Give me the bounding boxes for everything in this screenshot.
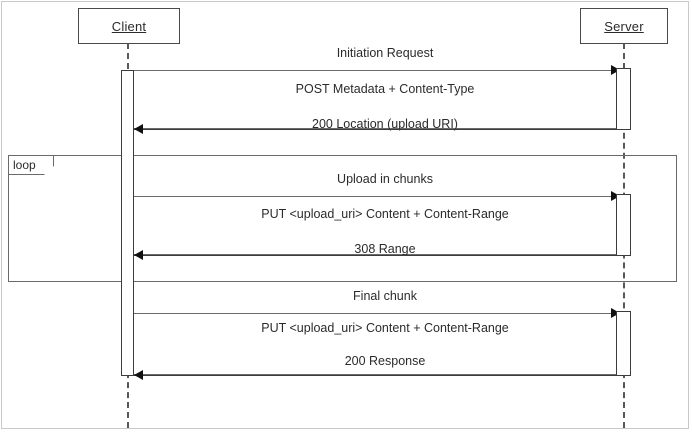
- section-header-final-chunk: Final chunk: [353, 289, 417, 303]
- activation-bar-server-initiation: [616, 68, 631, 130]
- combined-fragment-loop: [8, 155, 677, 282]
- section-header-upload-in-chunks: Upload in chunks: [337, 172, 433, 186]
- message-label-200-location: 200 Location (upload URI): [312, 117, 458, 131]
- message-line-200-response: [134, 375, 624, 376]
- message-line-308-range: [134, 255, 624, 256]
- participant-client-label: Client: [111, 18, 147, 34]
- arrowhead-final-request: [611, 308, 620, 318]
- activation-bar-client: [121, 70, 134, 376]
- participant-server-label: Server: [604, 18, 644, 34]
- section-header-initiation: Initiation Request: [336, 46, 434, 60]
- combined-fragment-loop-tab-edge: [8, 155, 54, 175]
- arrowhead-308-range: [134, 250, 143, 260]
- participant-client[interactable]: Client: [78, 8, 180, 44]
- message-label-post-metadata: POST Metadata + Content-Type: [295, 82, 475, 96]
- activation-bar-server-chunk: [616, 194, 631, 256]
- message-label-put-final-chunk: PUT <upload_uri> Content + Content-Range: [261, 321, 509, 335]
- participant-server[interactable]: Server: [580, 8, 668, 44]
- message-label-200-response: 200 Response: [344, 354, 426, 368]
- activation-bar-server-final: [616, 311, 631, 376]
- arrowhead-initiation-request: [611, 65, 620, 75]
- message-label-308-range: 308 Range: [354, 242, 416, 256]
- arrowhead-chunk-request: [611, 191, 620, 201]
- arrowhead-200-response: [134, 370, 143, 380]
- message-line-200-location: [134, 129, 624, 130]
- combined-fragment-loop-label: loop: [13, 158, 36, 172]
- arrowhead-200-location: [134, 124, 143, 134]
- message-label-put-chunk: PUT <upload_uri> Content + Content-Range: [261, 207, 509, 221]
